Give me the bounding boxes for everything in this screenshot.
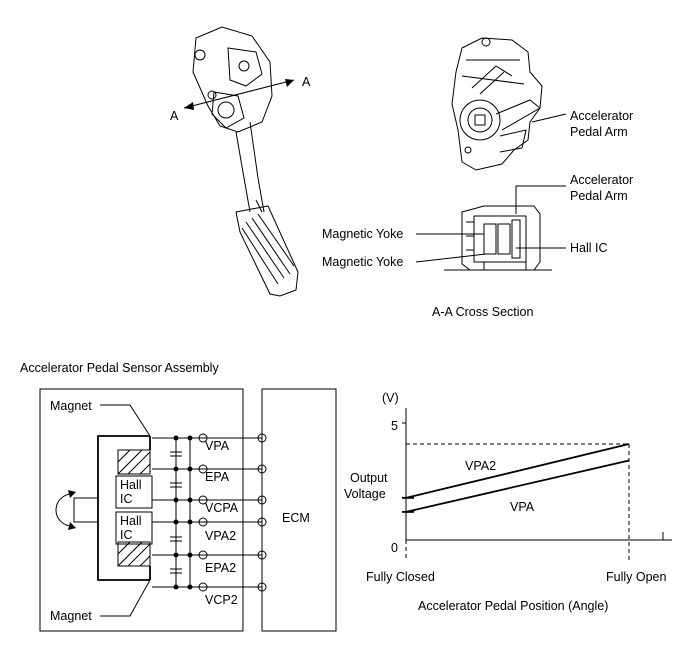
- section-line-a-a: A A: [170, 75, 311, 123]
- section-label-a-left: A: [170, 109, 179, 123]
- magnet-label-bottom: Magnet: [50, 609, 92, 623]
- x-label-fully-closed: Fully Closed: [366, 570, 435, 584]
- accelerator-pedal-drawing: [192, 26, 299, 297]
- terminal-vcp2: VCP2: [205, 593, 238, 607]
- sensor-housing-drawing: [451, 37, 543, 171]
- series-label-vpa: VPA: [510, 500, 535, 514]
- series-line-vpa: [405, 459, 630, 513]
- x-label-fully-open: Fully Open: [606, 570, 666, 584]
- magnetic-yoke-label-upper: Magnetic Yoke: [322, 227, 403, 241]
- magnetic-yoke-label-lower: Magnetic Yoke: [322, 255, 403, 269]
- terminal-vpa2: VPA2: [205, 529, 236, 543]
- cross-section-caption: A-A Cross Section: [432, 305, 533, 319]
- terminal-vcpa: VCPA: [205, 501, 239, 515]
- cross-section-drawing: [444, 205, 552, 271]
- series-lines: [402, 443, 630, 513]
- x-axis-title: Accelerator Pedal Position (Angle): [418, 599, 608, 613]
- sensor-wiring: [152, 435, 262, 590]
- terminal-vpa: VPA: [205, 439, 230, 453]
- magnet-label-top: Magnet: [50, 399, 92, 413]
- guide-lines: [405, 443, 630, 560]
- circuit-title: Accelerator Pedal Sensor Assembly: [20, 361, 219, 375]
- section-label-a-right: A: [302, 75, 311, 89]
- ecm-label: ECM: [282, 511, 310, 525]
- terminal-epa2: EPA2: [205, 561, 236, 575]
- y-tick-0: 0: [391, 541, 398, 555]
- terminal-epa: EPA: [205, 470, 230, 484]
- connector-terminals: VPA EPA VCPA VPA2 EPA2 VCP2: [198, 433, 267, 607]
- y-tick-5: 5: [391, 419, 398, 433]
- hall-ic-label: Hall IC: [570, 241, 608, 255]
- ecm-box: ECM: [261, 388, 337, 632]
- series-line-vpa2: [405, 443, 630, 499]
- y-unit-label: (V): [382, 391, 399, 405]
- magnet-hatch-top: [117, 449, 151, 475]
- magnet-hatch-bottom: [117, 541, 151, 567]
- series-label-vpa2: VPA2: [465, 459, 496, 473]
